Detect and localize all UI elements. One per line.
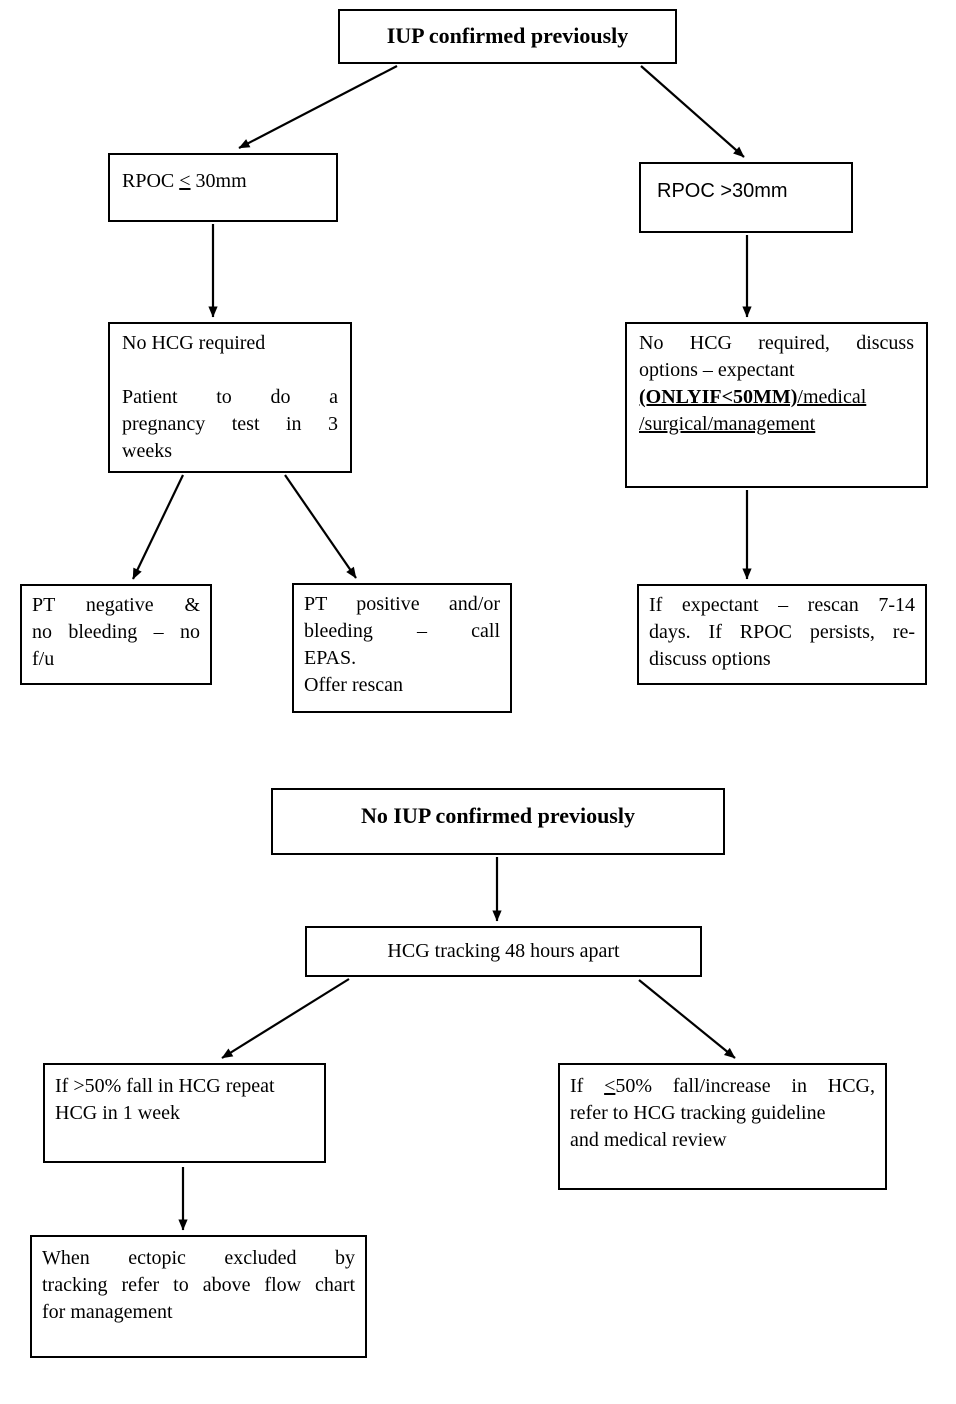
node-no-iup-confirmed: No IUP confirmed previously — [271, 788, 725, 855]
arrow-tracking-to-le50 — [638, 979, 736, 1059]
text-line: pregnancy test in 3 — [122, 413, 338, 435]
arrow-nohcg-to-ptneg — [132, 474, 184, 580]
text-line: /surgical/management — [639, 411, 914, 438]
text-line: If >50% fall in HCG repeat — [55, 1075, 275, 1097]
node-rpoc-gt-30mm: RPOC >30mm — [639, 162, 853, 233]
text-line: PT negative & — [32, 594, 200, 616]
blank-line — [122, 357, 338, 384]
text-line: EPAS. — [304, 647, 357, 669]
text-line: Patient to do a — [122, 386, 338, 408]
text-line: If <50% fall/increase in HCG, — [570, 1073, 875, 1100]
medical-option: /medical — [797, 386, 867, 408]
text-line: tracking refer to above flow chart — [42, 1274, 355, 1296]
rpoc-le-prefix: RPOC — [122, 170, 180, 192]
text-line: weeks — [122, 440, 172, 462]
text-line: HCG in 1 week — [55, 1102, 180, 1124]
text-line: Offer rescan — [304, 674, 404, 696]
node-iup-confirmed-label: IUP confirmed previously — [386, 23, 629, 48]
arrow-iup-to-rpoc-gt30 — [640, 65, 745, 158]
rpoc-le-suffix: 30mm — [190, 170, 247, 192]
text-line: days. If RPOC persists, re- — [649, 621, 915, 643]
text-line: no bleeding – no — [32, 621, 200, 643]
text-line: f/u — [32, 648, 55, 670]
text-line: PT positive and/or — [304, 593, 500, 615]
le50-suffix: 50% fall/increase in HCG, — [615, 1075, 875, 1097]
text-line: If expectant – rescan 7-14 — [649, 594, 915, 616]
text-line: for management — [42, 1301, 173, 1323]
text-line: refer to HCG tracking guideline — [570, 1102, 826, 1124]
node-hcg-tracking: HCG tracking 48 hours apart — [305, 926, 702, 977]
surgical-management-option: /surgical/management — [639, 413, 816, 435]
node-no-iup-confirmed-label: No IUP confirmed previously — [361, 803, 635, 828]
text-line: discuss options — [649, 648, 771, 670]
node-ectopic-excluded: When ectopic excluded by tracking refer … — [30, 1235, 367, 1358]
node-no-hcg-required: No HCG required Patient to do a pregnanc… — [108, 322, 352, 473]
node-le50-fall: If <50% fall/increase in HCG, refer to H… — [558, 1063, 887, 1190]
node-hcg-tracking-label: HCG tracking 48 hours apart — [387, 940, 620, 962]
text-line: No HCG required — [122, 332, 266, 354]
text-line: When ectopic excluded by — [42, 1247, 355, 1269]
le50-prefix: If — [570, 1075, 605, 1097]
arrow-nohcg-to-ptpos — [284, 474, 357, 579]
node-gt50-fall: If >50% fall in HCG repeat HCG in 1 week — [43, 1063, 326, 1163]
text-line: bleeding – call — [304, 620, 500, 642]
arrow-iup-to-rpoc-le30 — [238, 65, 398, 149]
only-if-50mm-emphasis: (ONLYIF<50MM) — [639, 386, 798, 408]
node-pt-positive: PT positive and/or bleeding – call EPAS.… — [292, 583, 512, 713]
less-equal-sign: < — [179, 170, 191, 192]
node-no-hcg-discuss-options: No HCG required, discuss options – expec… — [625, 322, 928, 488]
node-pt-negative: PT negative & no bleeding – no f/u — [20, 584, 212, 685]
node-rpoc-le-30mm: RPOC < 30mm — [108, 153, 338, 222]
text-line: (ONLYIF<50MM)/medical — [639, 384, 914, 411]
less-equal-sign: < — [604, 1075, 616, 1097]
text-line: and medical review — [570, 1129, 727, 1151]
node-rpoc-gt-30mm-label: RPOC >30mm — [657, 180, 788, 202]
text-line: options – expectant — [639, 359, 795, 381]
node-if-expectant-rescan: If expectant – rescan 7-14 days. If RPOC… — [637, 584, 927, 685]
text-line: No HCG required, discuss — [639, 332, 914, 354]
node-iup-confirmed: IUP confirmed previously — [338, 9, 677, 64]
arrow-tracking-to-gt50 — [221, 978, 350, 1059]
